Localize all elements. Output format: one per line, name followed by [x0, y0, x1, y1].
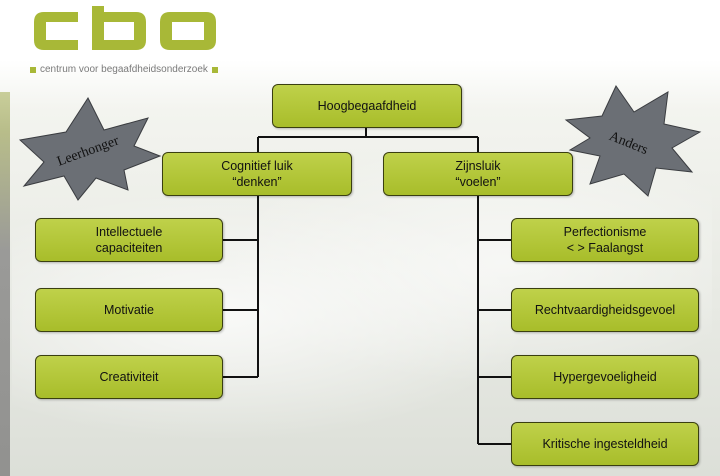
node-left-item: Motivatie: [35, 288, 223, 332]
cbo-logo: [34, 6, 216, 50]
star-burst-left: [18, 96, 162, 201]
node-right-item: Hypergevoeligheid: [511, 355, 699, 399]
node-left-item: Intellectuele capaciteiten: [35, 218, 223, 262]
node-root: Hoogbegaafdheid: [272, 84, 462, 128]
node-branch-left: Cognitief luik “denken”: [162, 152, 352, 196]
node-right-item: Kritische ingesteldheid: [511, 422, 699, 466]
left-accent-bar: [0, 92, 10, 476]
logo-tagline: centrum voor begaafdheidsonderzoek: [30, 64, 218, 75]
node-branch-right: Zijnsluik “voelen”: [383, 152, 573, 196]
node-left-item: Creativiteit: [35, 355, 223, 399]
star-burst-right: [564, 84, 702, 197]
square-icon: [211, 66, 218, 73]
node-right-item: Rechtvaardigheidsgevoel: [511, 288, 699, 332]
node-right-item: Perfectionisme < > Faalangst: [511, 218, 699, 262]
square-icon: [30, 66, 36, 73]
